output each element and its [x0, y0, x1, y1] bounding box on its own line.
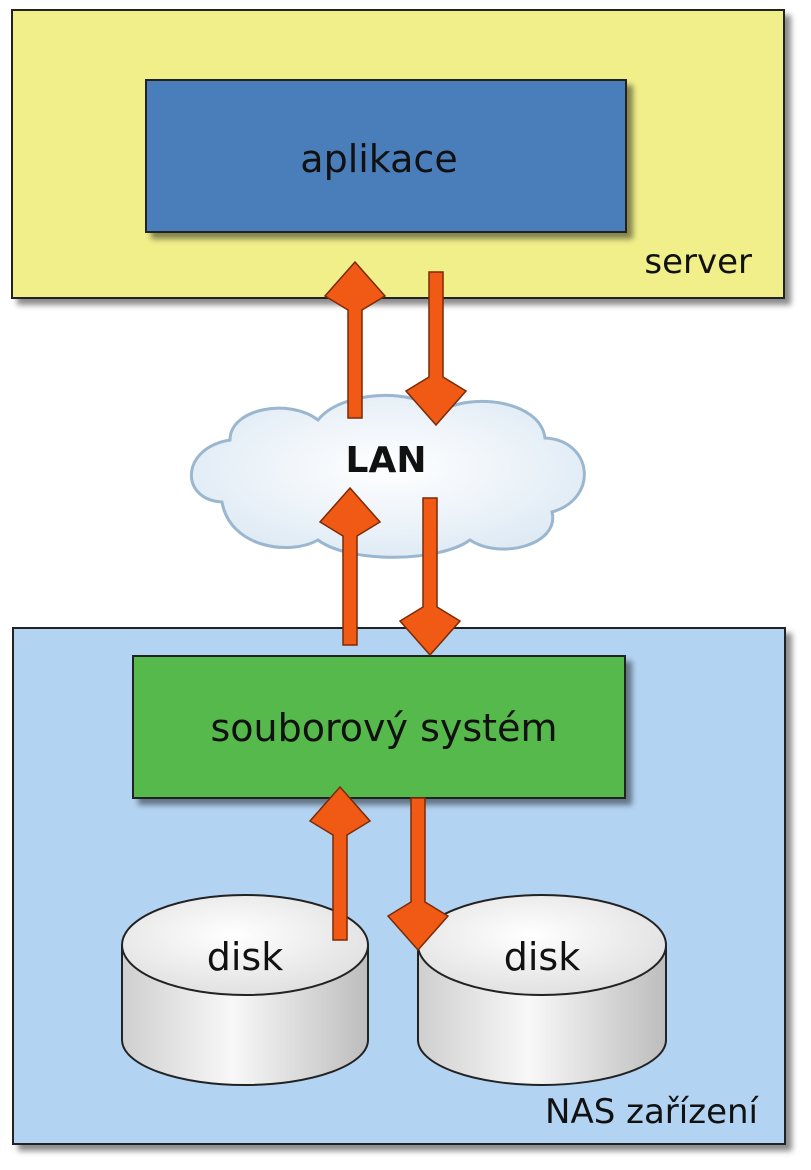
- filesystem-box-bg: [132, 655, 626, 799]
- nas-device-label: NAS zařízení: [545, 1092, 760, 1132]
- filesystem-box: souborový systém: [132, 655, 626, 799]
- disk-1-top: [121, 894, 369, 996]
- application-box-bg: [145, 79, 627, 233]
- arrow-disk-to-filesystem: [308, 785, 372, 941]
- server-label: server: [644, 242, 752, 282]
- arrow-server-to-lan: [404, 271, 468, 427]
- data-flow-arrows: [308, 260, 468, 952]
- arrow-lan-to-nas: [398, 497, 462, 657]
- disk-1: disk: [121, 894, 369, 1086]
- filesystem-label: souborový systém: [211, 706, 558, 750]
- disk-2: disk: [417, 894, 667, 1086]
- cloud-icon: [189, 393, 586, 559]
- arrow-filesystem-to-disk: [386, 797, 450, 952]
- application-label: aplikace: [300, 137, 457, 181]
- arrow-lan-to-server: [323, 260, 387, 419]
- lan-label: LAN: [346, 440, 427, 481]
- disk-2-label: disk: [504, 935, 580, 979]
- application-box: aplikace: [145, 79, 627, 233]
- disk-1-label: disk: [207, 935, 283, 979]
- lan-cloud: LAN: [189, 393, 586, 559]
- arrow-nas-to-lan: [318, 486, 382, 646]
